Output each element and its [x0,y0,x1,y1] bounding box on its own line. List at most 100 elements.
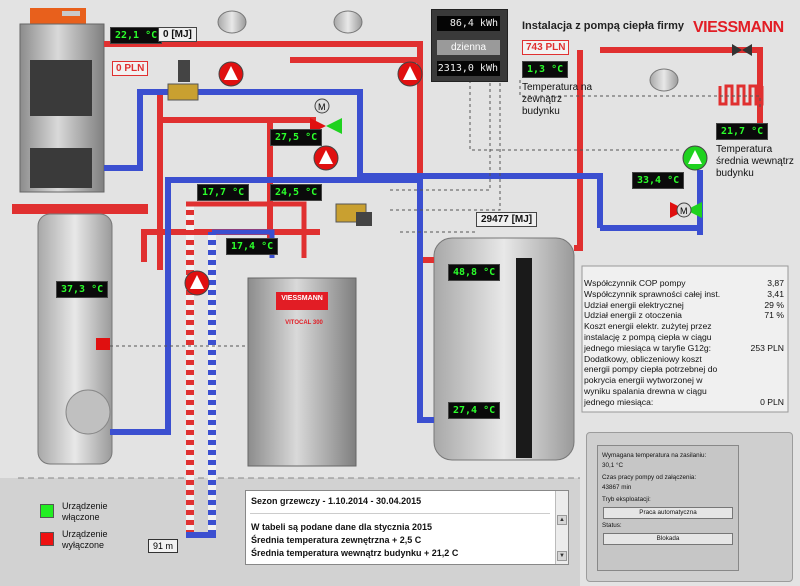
total-energy-readout: 29477 [MJ] [476,212,538,227]
info-row: wyniku spalania drewna w ciągu [584,386,784,396]
expansion-vessel-icon [217,10,247,34]
loop-temp-a-readout: 17,7 °C [197,184,250,201]
legend-on-swatch [40,504,54,518]
heat-pump-cost-readout: 743 PLN [522,40,570,55]
info-row: Udział energii z otoczenia 71 % [584,310,784,320]
controller-panel: Wymagana temperatura na zasilaniu: 30,1 … [586,432,793,582]
outside-temp-readout: 1,3 °C [522,61,569,78]
ground-loop-length: 91 m [148,539,179,553]
controller-required-temp-value: 30,1 °C [602,462,624,469]
season-scrollbar[interactable]: ▲ ▼ [555,491,568,564]
info-row: Koszt energii elektr. zużytej przez [584,321,784,331]
mixer-temp-readout: 27,5 °C [270,129,323,146]
buffer-top-temp-readout: 48,8 °C [448,264,501,281]
expansion-vessel-icon [333,10,363,34]
info-row-label: Koszt energii elektr. zużytej przez [584,321,712,332]
info-row-label: Udział energii elektrycznej [584,299,684,310]
controller-required-temp-label: Wymagana temperatura na zasilaniu: [602,452,707,459]
info-row: jednego miesiąca w taryfie G12g:253 PLN [584,343,784,353]
info-row-label: jednego miesiąca: [584,396,654,407]
info-row-value: 3,87 [767,278,784,288]
ground-loop-hot [186,204,194,534]
installation-title: Instalacja z pompą ciepła firmy [522,20,685,32]
info-row: jednego miesiąca: 0 PLN [584,397,784,407]
svg-text:M: M [318,102,326,112]
valve-icon [732,44,742,56]
energy-value-top: 86,4 kWh [437,16,500,31]
hot-pipes [104,41,763,270]
season-textbox[interactable]: Sezon grzewczy - 1.10.2014 - 30.04.2015 … [245,490,569,565]
pump-icon[interactable] [184,270,210,296]
info-row-label: Dodatkowy, obliczeniowy koszt [584,353,702,364]
info-row-value: 253 PLN [750,342,784,353]
controller-mode-label: Tryb eksploatacji: [602,496,651,503]
pump-icon[interactable] [313,145,339,171]
wood-boiler [19,8,105,193]
buffer-bottom-temp-readout: 27,4 °C [448,402,501,419]
info-panel-bg [581,265,789,413]
radiator-coil-icon [718,84,764,106]
hot-water-tank [12,204,148,465]
pump-icon[interactable] [682,145,708,171]
season-note: W tabeli są podane dane dla stycznia 201… [251,522,433,532]
scroll-down-icon[interactable]: ▼ [557,551,567,561]
valve-icon [167,60,199,101]
controller-mode-value[interactable]: Praca automatyczna [603,507,733,519]
info-row-value: 71 % [764,310,784,321]
legend-off-label: Urządzenie wyłączone [62,529,108,550]
info-row-label: Współczynnik sprawności całej inst. [584,288,721,299]
loop-temp-c-readout: 17,4 °C [226,238,279,255]
mixing-valve-icon[interactable]: M [310,98,342,134]
info-row-label: Współczynnik COP pompy [584,278,686,288]
info-row-value: 3,41 [767,288,784,299]
energy-mode-button[interactable]: dzienna [437,40,500,55]
expansion-vessel-icon [649,68,679,92]
controller-status-value: Blokada [603,533,733,545]
inside-temp-readout: 21,7 °C [716,123,769,140]
info-row-label: wyniku spalania drewna w ciągu [584,386,707,396]
legend-off-swatch [40,532,54,546]
energy-meter: 86,4 kWh dzienna 2313,0 kWh [431,9,508,82]
boiler-temp-readout: 22,1 °C [110,27,163,44]
legend: Urządzenie włączone Urządzenie wyłączone [18,479,243,579]
boiler-energy-readout: 0 [MJ] [158,27,197,42]
pump-icon[interactable] [397,61,423,87]
info-row-value: 29 % [764,299,784,310]
info-row: Współczynnik COP pompy 3,87 [584,278,784,288]
heat-pump-brand: VIESSMANN [281,295,323,302]
supply-temp-readout: 33,4 °C [632,172,685,189]
cold-pipes [104,89,703,435]
heat-pump-model: VITOCAL 300 [285,320,323,326]
controller-screen: Wymagana temperatura na zasilaniu: 30,1 … [597,445,739,571]
controller-status-label: Status: [602,522,622,529]
info-row: energii pompy ciepła potrzebnej do [584,364,784,374]
info-row-label: Udział energii z otoczenia [584,310,682,321]
season-inside-avg: Średnia temperatura wewnątrz budynku + 2… [251,548,459,558]
info-row-label: pokrycia energii wytworzonej w [584,375,703,386]
valve-icon [335,203,372,226]
info-row-label: instalację z pompą ciepła w ciągu [584,332,712,342]
energy-value-bottom: 2313,0 kWh [437,61,500,76]
info-row: Współczynnik sprawności całej inst. 3,41 [584,289,784,299]
info-row: Dodatkowy, obliczeniowy koszt [584,354,784,364]
brand-logo: VIESSMANN [693,19,784,36]
mixing-valve-icon[interactable]: M [670,202,702,218]
controller-runtime-value: 43867 min [602,484,632,491]
season-period: Sezon grzewczy - 1.10.2014 - 30.04.2015 [251,496,422,506]
info-row-value: 0 PLN [760,396,784,407]
boiler-cost-readout: 0 PLN [112,61,149,76]
info-row-label: energii pompy ciepła potrzebnej do [584,364,718,375]
info-row: instalację z pompą ciepła w ciągu [584,332,784,342]
legend-on-label: Urządzenie włączone [62,501,108,522]
scroll-up-icon[interactable]: ▲ [557,515,567,525]
pump-icon[interactable] [218,61,244,87]
heat-pump-unit [247,277,357,467]
info-row: pokrycia energii wytworzonej w [584,375,784,385]
svg-text:M: M [680,206,688,216]
loop-temp-b-readout: 24,5 °C [270,184,323,201]
outside-temp-label: Temperatura na zewnątrz budynku [522,82,593,117]
controller-runtime-label: Czas pracy pompy od załączenia: [602,474,697,481]
season-outside-avg: Średnia temperatura zewnętrzna + 2,5 C [251,535,422,545]
info-row: Udział energii elektrycznej 29 % [584,300,784,310]
